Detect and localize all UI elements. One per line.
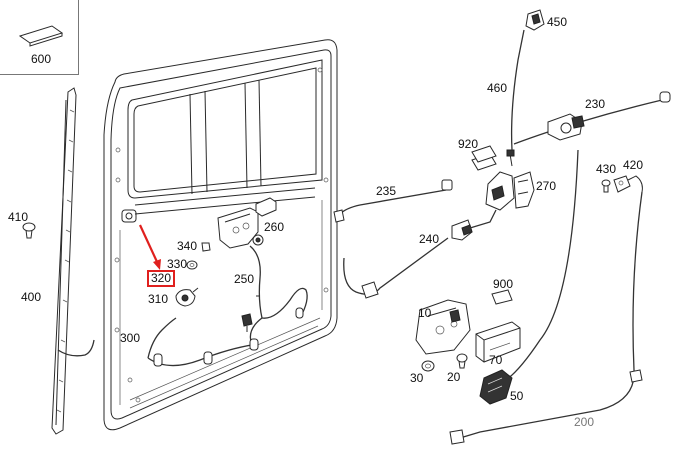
callout-330[interactable]: 330 [167,257,188,271]
screw-430 [601,179,611,193]
cable-230 [513,91,671,145]
highlight-arrow [139,224,161,270]
long-cable-200 [449,149,643,445]
callout-230[interactable]: 230 [585,97,606,111]
cable-460 [510,9,545,151]
callout-310[interactable]: 310 [148,292,169,306]
callout-10[interactable]: 10 [418,306,432,320]
callout-340[interactable]: 340 [177,239,198,253]
callout-450[interactable]: 450 [547,15,568,29]
wiring-harness-door [147,245,308,367]
callout-20[interactable]: 20 [447,370,461,384]
bowden-cable-235 [333,179,453,223]
callout-900[interactable]: 900 [493,277,514,291]
bolt-30 [421,360,435,372]
callout-410[interactable]: 410 [8,210,29,224]
screw-20 [456,353,468,369]
callout-600[interactable]: 600 [31,52,52,66]
cable-240 [343,219,473,299]
callout-460[interactable]: 460 [487,81,508,95]
callout-300[interactable]: 300 [120,331,141,345]
door-lock-components [175,242,211,307]
label-tag-920 [471,145,497,163]
screw-410 [22,222,36,239]
latch-motor-50 [479,369,513,405]
callout-260[interactable]: 260 [264,220,285,234]
control-module-70 [475,321,521,363]
callout-200[interactable]: 200 [574,415,595,429]
door-seal-strip [51,87,95,435]
callout-420[interactable]: 420 [623,158,644,172]
callout-250[interactable]: 250 [234,272,255,286]
callout-240[interactable]: 240 [419,232,440,246]
callout-430[interactable]: 430 [596,162,617,176]
bracket-420 [613,175,643,193]
callout-270[interactable]: 270 [536,179,557,193]
inner-handle-bracket [217,197,277,249]
label-tag-900 [491,289,513,305]
callout-400[interactable]: 400 [21,290,42,304]
callout-920[interactable]: 920 [458,137,479,151]
inset-pad-600 [18,25,64,47]
callout-50[interactable]: 50 [510,389,524,403]
callout-235[interactable]: 235 [376,184,397,198]
callout-70[interactable]: 70 [489,353,503,367]
latch-10 [415,299,471,355]
callout-320-highlighted[interactable]: 320 [147,270,176,287]
inset-frame [0,0,79,75]
callout-30[interactable]: 30 [410,371,424,385]
